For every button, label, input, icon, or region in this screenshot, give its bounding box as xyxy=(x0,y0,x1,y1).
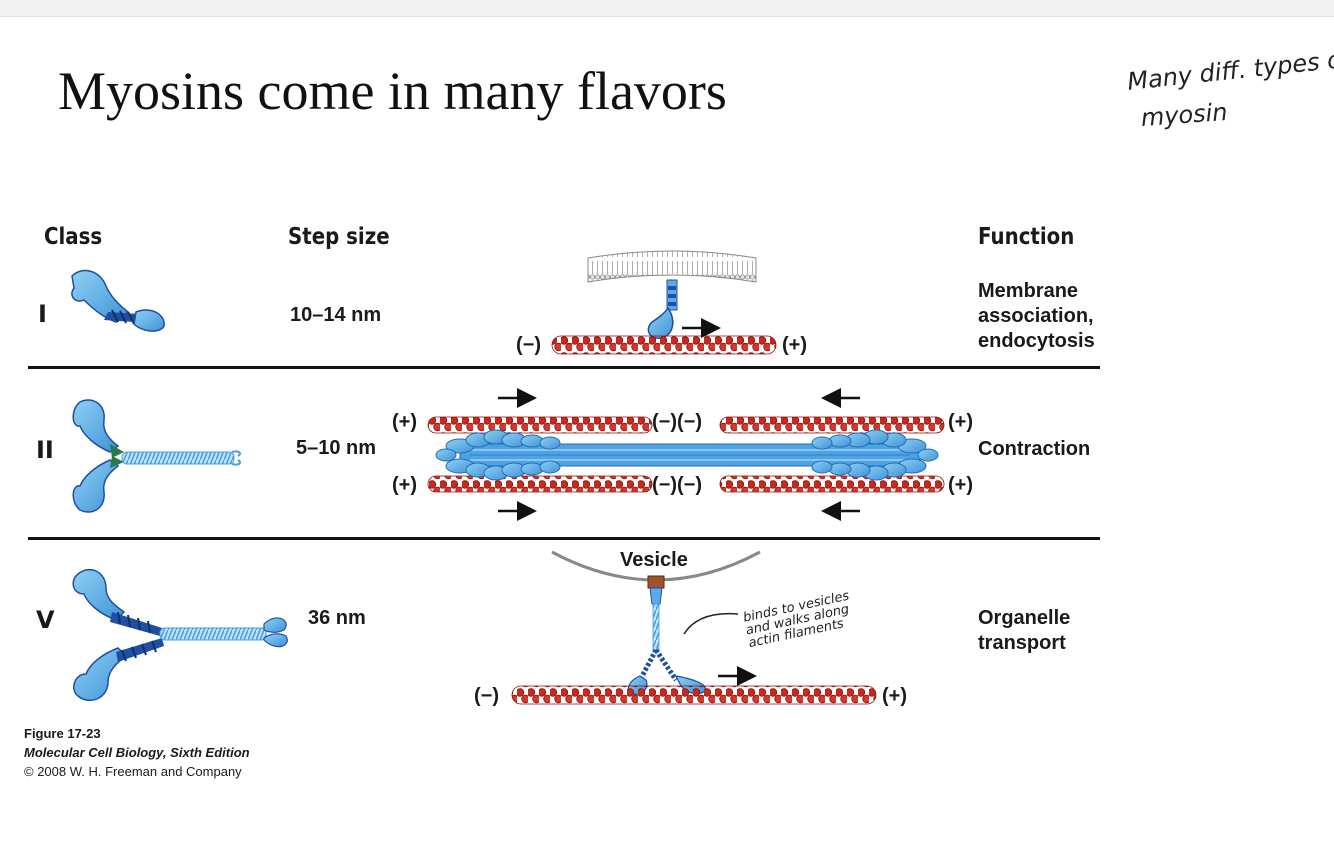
actin-filament-top-left xyxy=(427,416,653,434)
function-i: Membrane association, endocytosis xyxy=(978,279,1095,354)
plus-end-label-top-right: (+) xyxy=(948,411,973,433)
myosin-i-membrane-diagram: (−) (+) xyxy=(516,250,807,356)
annotation-pointer xyxy=(683,612,739,635)
function-i-line-1: Membrane xyxy=(978,280,1079,302)
plus-end-label-i: (+) xyxy=(782,334,807,356)
minus-end-label-v: (−) xyxy=(474,685,499,707)
actin-filament-bottom-left xyxy=(427,475,653,493)
cargo-adaptor xyxy=(647,575,665,589)
myosin-i-icon xyxy=(71,269,165,332)
step-size-i: 10–14 nm xyxy=(290,304,382,326)
function-ii-line-1: Contraction xyxy=(978,438,1091,460)
caption-figure-number: Figure 17-23 xyxy=(24,726,101,741)
header-function: Function xyxy=(978,224,1075,250)
myosin-v-icon xyxy=(72,568,288,702)
function-i-line-3: endocytosis xyxy=(978,330,1095,352)
plus-end-label-bottom-right: (+) xyxy=(948,474,973,496)
vesicle-label: Vesicle xyxy=(620,549,688,571)
plus-end-label-top-left: (+) xyxy=(392,411,417,433)
actin-filament-i xyxy=(551,335,777,355)
plus-end-label-v: (+) xyxy=(882,685,907,707)
function-v-line-2: transport xyxy=(978,632,1066,654)
caption-copyright: © 2008 W. H. Freeman and Company xyxy=(24,764,242,779)
figure-caption: Figure 17-23 Molecular Cell Biology, Six… xyxy=(24,724,250,781)
actin-filament-bottom-right xyxy=(719,475,945,493)
function-ii: Contraction xyxy=(978,437,1090,462)
myosin-v-vesicle-diagram: Vesicle (−) (+) xyxy=(474,549,907,707)
actin-filament-v xyxy=(511,685,877,705)
minus-pair-label-bottom: (−)(−) xyxy=(652,474,702,496)
class-label-ii: II xyxy=(36,436,54,464)
minus-pair-label-top: (−)(−) xyxy=(652,411,702,433)
row-divider-2 xyxy=(28,537,1100,540)
minus-end-label-i: (−) xyxy=(516,334,541,356)
header-class: Class xyxy=(44,224,103,250)
class-label-i: I xyxy=(38,300,47,328)
step-size-v: 36 nm xyxy=(308,607,366,629)
step-size-ii: 5–10 nm xyxy=(296,437,377,459)
row-divider-1 xyxy=(28,366,1100,369)
myosin-ii-filament-diagram: (+) (−)(−) (+) (+) (−)(−) (+) xyxy=(392,388,973,521)
caption-book-title: Molecular Cell Biology, Sixth Edition xyxy=(24,745,250,760)
plus-end-label-bottom-left: (+) xyxy=(392,474,417,496)
myosin-ii-icon xyxy=(72,399,241,513)
function-v-line-1: Organelle xyxy=(978,607,1071,629)
header-step-size: Step size xyxy=(288,224,390,250)
slide-title: Myosins come in many flavors xyxy=(58,61,727,121)
function-i-line-2: association, xyxy=(978,305,1094,327)
actin-filament-top-right xyxy=(719,416,945,434)
window-top-bar xyxy=(0,0,1334,17)
function-v: Organelle transport xyxy=(978,606,1070,656)
class-label-v: V xyxy=(36,606,55,634)
